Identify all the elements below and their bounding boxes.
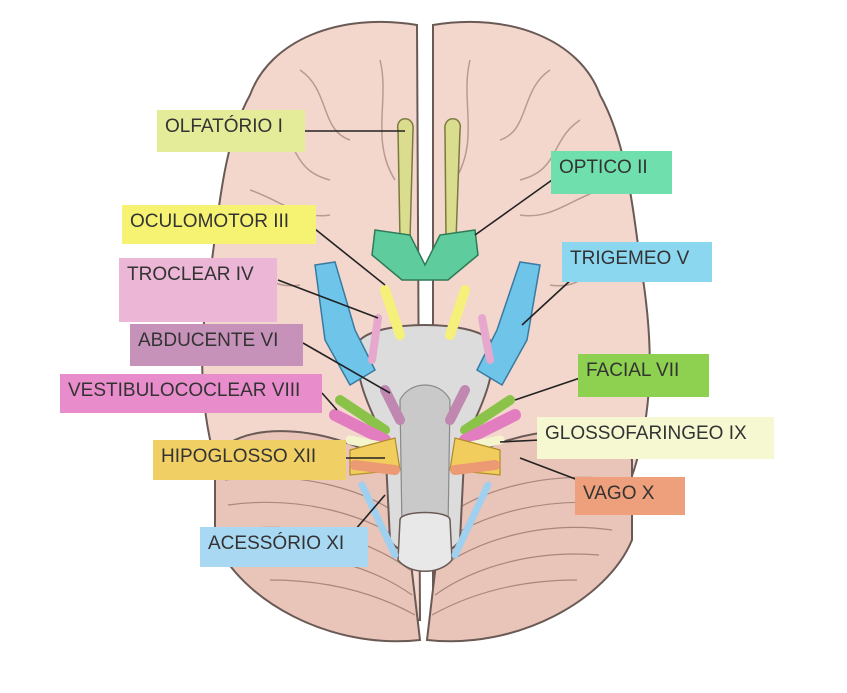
label-optico: OPTICO II [551, 151, 672, 194]
brainstem [356, 324, 494, 572]
spinal-cord [397, 511, 453, 572]
label-vago: VAGO X [575, 477, 685, 515]
vestibulocochlear-nerves [329, 409, 521, 446]
label-olfatorio: OLFATÓRIO I [157, 110, 305, 152]
vagus-nerves [350, 460, 500, 475]
leader-lines [277, 130, 586, 531]
olfactory-tracts [397, 118, 461, 241]
oculomotor-nerves [380, 285, 470, 340]
label-troclear: TROCLEAR IV [119, 258, 277, 322]
label-hipoglosso: HIPOGLOSSO XII [153, 440, 346, 480]
optic-chiasm [371, 229, 479, 281]
label-trigemeo: TRIGEMEO V [562, 242, 712, 282]
label-glossofaringeo: GLOSSOFARINGEO IX [537, 417, 774, 459]
trochlear-nerves [368, 314, 494, 364]
label-vestibulococlear: VESTIBULOCOCLEAR VIII [60, 374, 322, 413]
facial-nerves [335, 395, 515, 435]
label-oculomotor: OCULOMOTOR III [122, 205, 316, 244]
accessory-nerves [358, 481, 492, 559]
label-facial: FACIAL VII [578, 354, 709, 397]
label-acessorio: ACESSÓRIO XI [200, 527, 368, 567]
label-abducente: ABDUCENTE VI [130, 324, 303, 366]
abducens-nerves [380, 385, 470, 425]
